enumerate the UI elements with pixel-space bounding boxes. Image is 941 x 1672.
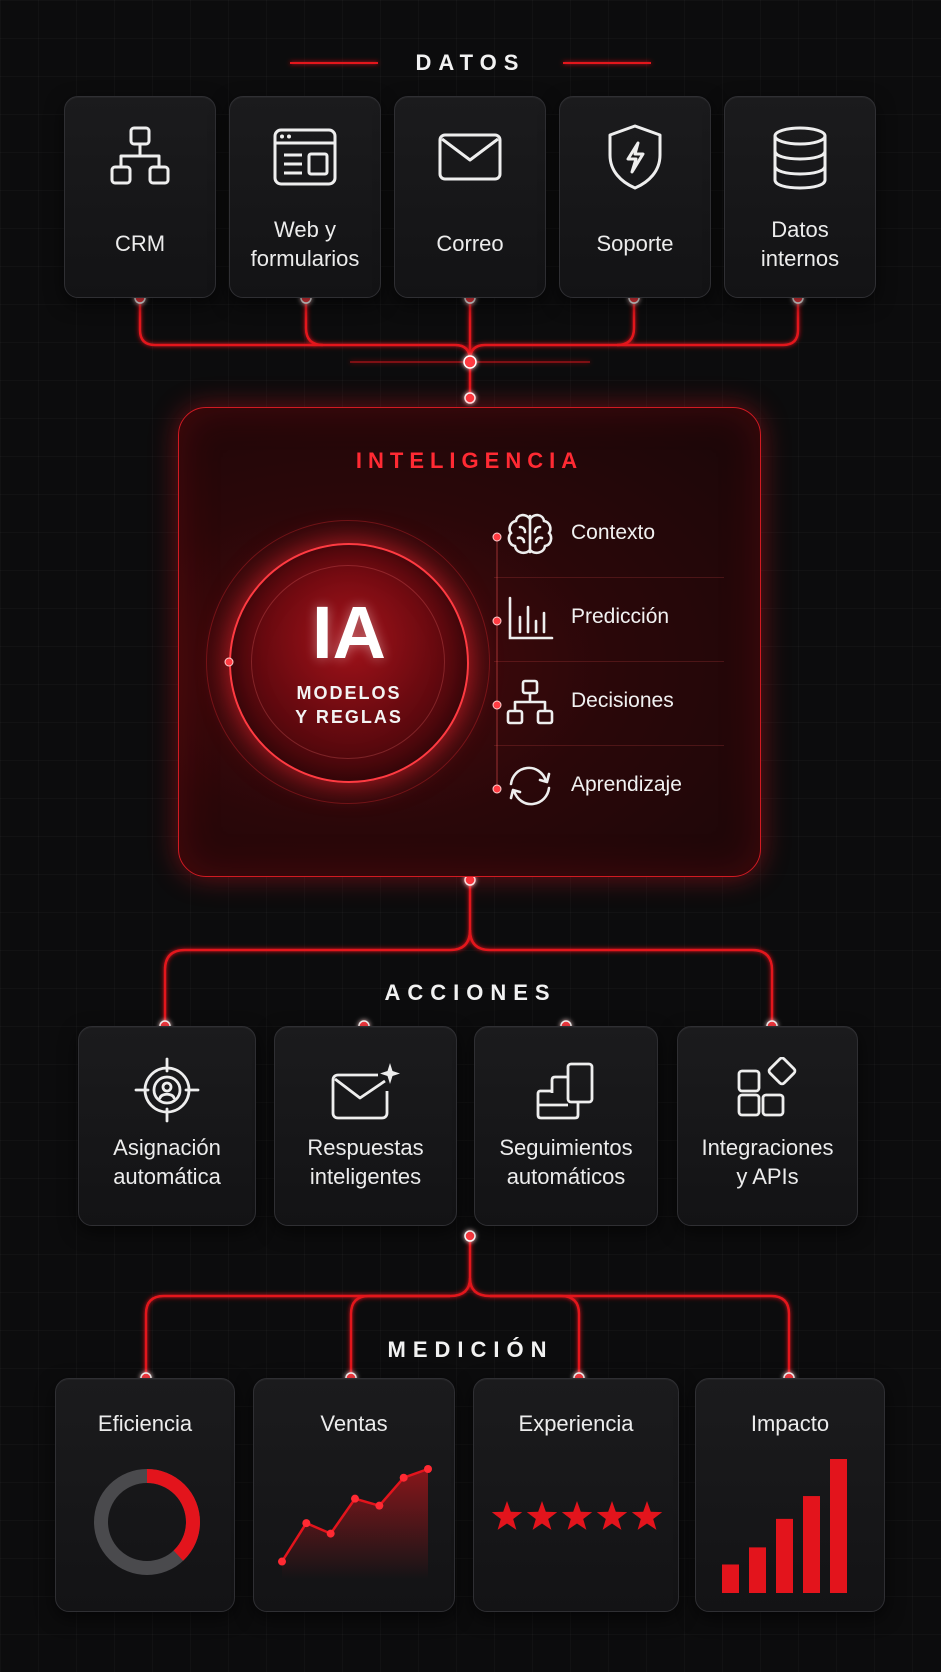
star-icon [596, 1501, 628, 1530]
impact-bar [722, 1564, 739, 1593]
hierarchy-icon [506, 679, 554, 725]
section-title-medicion: MEDICIÓN [387, 1337, 554, 1362]
capability-decisiones[interactable]: Decisiones [494, 661, 724, 746]
trend-point [375, 1501, 384, 1510]
trend-point [399, 1473, 408, 1482]
action-label: Seguimientos automáticos [475, 1133, 657, 1191]
org-chart-icon [110, 126, 170, 185]
source-card-soporte[interactable]: Soporte [559, 96, 711, 298]
action-card-integraciones[interactable]: Integraciones y APIs [677, 1026, 858, 1226]
trend-point [326, 1529, 335, 1538]
action-label-text: Asignación automática [113, 1135, 221, 1189]
ia-connector-dots [224, 532, 502, 794]
trend-point [278, 1557, 286, 1566]
trend-line-icon [278, 1465, 432, 1579]
refresh-cycle-icon [509, 766, 551, 806]
star-icon [561, 1501, 593, 1530]
stacked-cards-icon [536, 1062, 594, 1120]
action-label-text: Seguimientos automáticos [499, 1135, 633, 1189]
inteligencia-panel: INTELIGENCIA IA MODELOS Y REGLAS [178, 407, 761, 877]
source-card-correo[interactable]: Correo [394, 96, 546, 298]
five-stars-icon [491, 1501, 663, 1530]
action-label: Integraciones y APIs [678, 1133, 857, 1191]
source-card-web[interactable]: Web y formularios [229, 96, 381, 298]
action-label: Respuestas inteligentes [275, 1133, 456, 1191]
impact-bar [830, 1459, 847, 1593]
impact-bar [749, 1547, 766, 1593]
source-label: Soporte [596, 231, 674, 256]
ascending-bars-icon [722, 1459, 847, 1593]
ia-outer-ring [206, 520, 490, 804]
envelope-sparkle-icon [331, 1063, 400, 1120]
source-label-text: Datos internos [760, 217, 840, 271]
donut-icon [94, 1469, 200, 1575]
capability-label: Decisiones [571, 689, 674, 712]
impact-bar [776, 1518, 793, 1593]
section-title-inteligencia: INTELIGENCIA [355, 448, 584, 473]
action-label-text: Respuestas inteligentes [307, 1135, 424, 1189]
source-label: CRM [114, 231, 166, 256]
section-title-datos: DATOS [415, 50, 526, 75]
blocks-icon [737, 1057, 796, 1117]
action-label: Asignación automática [79, 1133, 255, 1191]
brain-icon [507, 513, 553, 555]
action-card-seguimientos[interactable]: Seguimientos automáticos [474, 1026, 658, 1226]
section-title-acciones: ACCIONES [384, 980, 557, 1005]
source-card-crm[interactable]: CRM [64, 96, 216, 298]
source-label-text: Web y formularios [250, 217, 360, 271]
impact-bar [803, 1496, 820, 1593]
database-icon [773, 126, 827, 190]
envelope-icon [438, 133, 502, 181]
bar-chart-icon [508, 596, 554, 640]
action-card-asignacion[interactable]: Asignación automática [78, 1026, 256, 1226]
metric-card-experiencia[interactable]: Experiencia [473, 1378, 679, 1612]
capability-label: Aprendizaje [571, 773, 682, 796]
star-icon [526, 1501, 558, 1530]
source-card-datos-internos[interactable]: Datos internos [724, 96, 876, 298]
metric-label: Experiencia [518, 1411, 634, 1436]
metric-card-eficiencia[interactable]: Eficiencia [55, 1378, 235, 1612]
capability-prediccion[interactable]: Predicción [494, 577, 724, 662]
shield-lightning-icon [608, 124, 662, 190]
capability-label: Contexto [571, 521, 656, 544]
metric-card-impacto[interactable]: Impacto [695, 1378, 885, 1612]
ia-inner-ring [251, 565, 445, 759]
source-label: Correo [436, 231, 504, 256]
source-label: Web y formularios [230, 215, 380, 273]
capability-aprendizaje[interactable]: Aprendizaje [494, 745, 724, 829]
target-user-icon [134, 1057, 200, 1123]
metric-card-ventas[interactable]: Ventas [253, 1378, 455, 1612]
capability-label: Predicción [571, 605, 670, 628]
star-icon [631, 1501, 663, 1530]
trend-point [351, 1494, 359, 1503]
star-icon [491, 1501, 523, 1530]
capability-contexto[interactable]: Contexto [494, 493, 724, 578]
action-label-text: Integraciones y APIs [701, 1135, 834, 1189]
metric-label: Impacto [750, 1411, 830, 1436]
browser-window-icon [273, 128, 337, 186]
action-card-respuestas[interactable]: Respuestas inteligentes [274, 1026, 457, 1226]
source-label: Datos internos [725, 215, 875, 273]
metric-label: Eficiencia [97, 1411, 193, 1436]
metric-label: Ventas [320, 1411, 388, 1436]
trend-point [302, 1519, 311, 1528]
trend-point [424, 1465, 432, 1473]
